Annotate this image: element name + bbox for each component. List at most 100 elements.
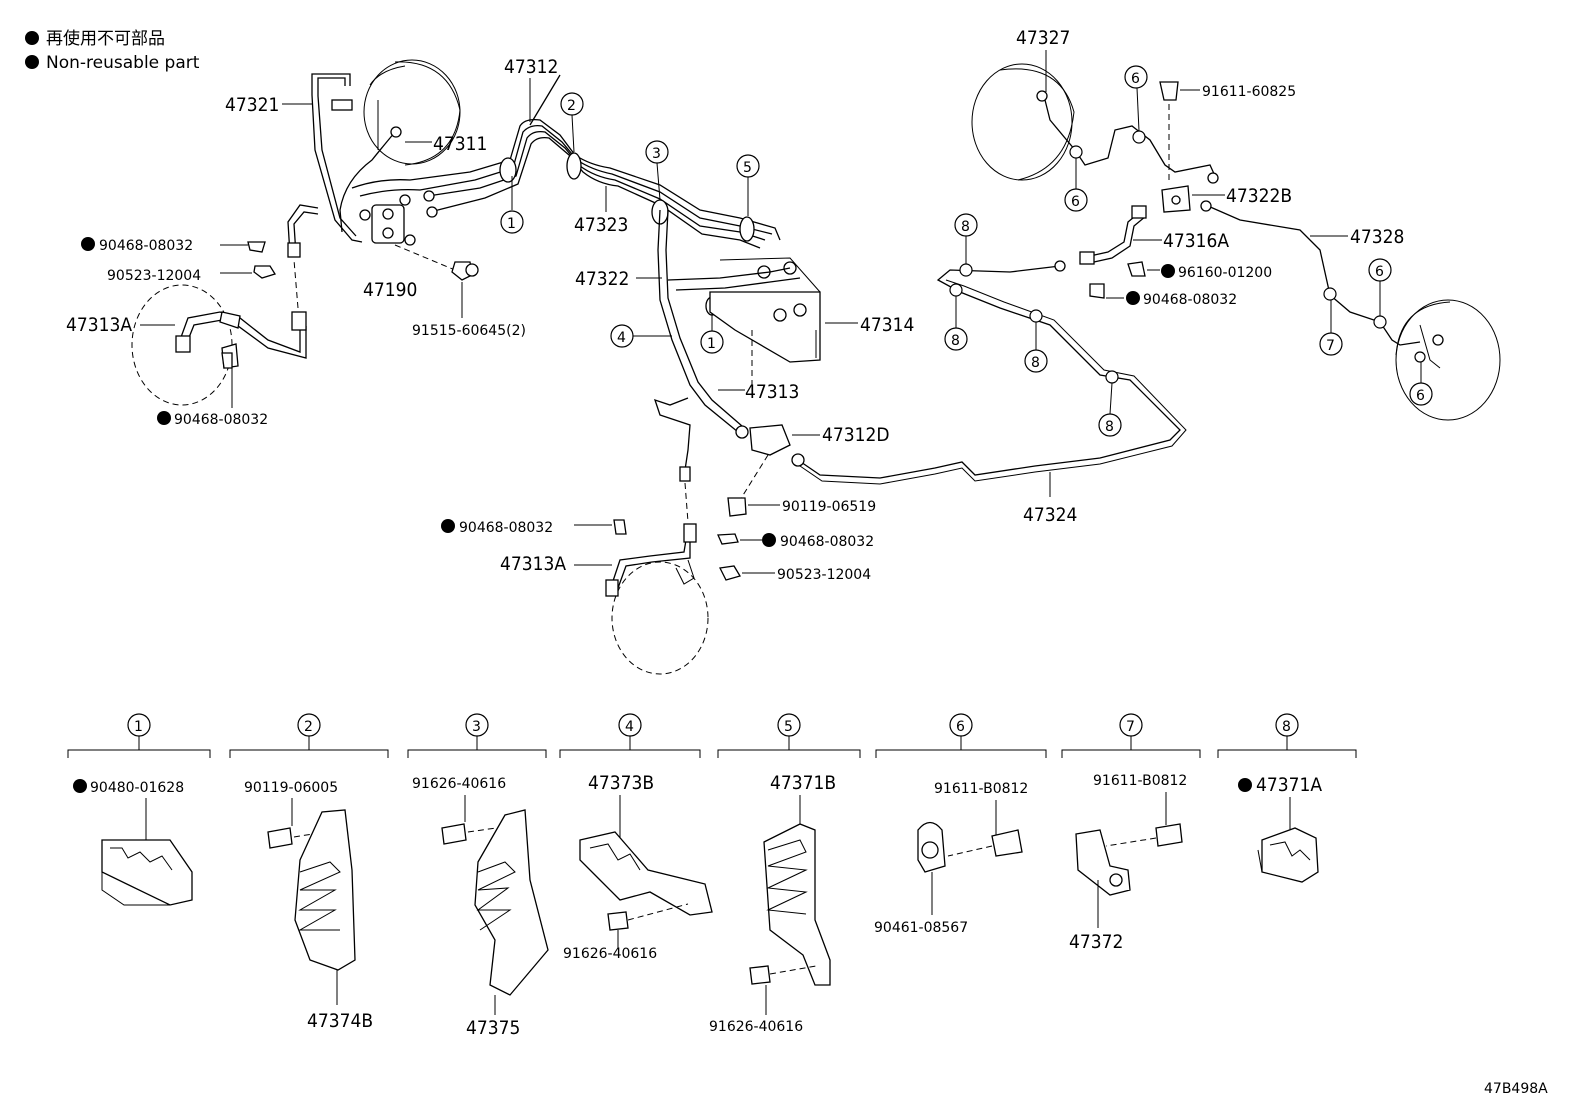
rear-left-brake [971,63,1073,181]
pipe-47322 [657,209,739,433]
diagram-code: 47B498A [1484,1081,1548,1097]
label-47322: 47322 [575,268,629,290]
group-4-part-2: 91626-40616 [563,946,657,962]
legend: 再使用不可部品 Non-reusable part [25,28,200,73]
group-5-number: 5 [784,719,793,735]
clamp-90480-01628 [101,839,193,906]
callout-1: 1 [507,216,516,232]
callout-4: 4 [617,330,626,346]
group-6-part-1: 91611-B0812 [934,781,1028,797]
pipe-47328 [1207,205,1421,346]
label-47313A-right: 47313A [500,553,566,575]
callout-8d: 8 [1105,419,1114,435]
clip-90468-right [717,533,739,545]
group-1-number: 1 [134,719,143,735]
clamp-groups: 1 2 3 4 5 6 7 8 90480-01628 90119-06005 … [67,713,1357,1039]
group-6-part-2: 90461-08567 [874,920,968,936]
group-5-part-1: 47371B [770,772,836,794]
group-2-number: 2 [304,719,313,735]
label-47324: 47324 [1023,504,1077,526]
callout-2: 2 [567,98,576,114]
bolt-90119-06005 [267,827,293,849]
master-cylinder-booster [331,59,461,166]
group-4-part-1: 47373B [588,772,654,794]
group-2-part-2: 47374B [307,1010,373,1032]
label-90119-06519: 90119-06519 [782,499,876,515]
bolt-91515 [451,261,479,281]
bolt-91626-40616-b [607,911,629,931]
group-4-number: 4 [625,719,634,735]
group-7-part-1: 91611-B0812 [1093,773,1187,789]
callout-7: 7 [1326,338,1335,354]
callout-1b: 1 [707,336,716,352]
callout-6a: 6 [1131,71,1140,87]
flex-hose-47313A-right [611,539,687,585]
callout-8b: 8 [951,333,960,349]
group-3-number: 3 [472,719,481,735]
callouts: 1 2 3 4 5 1 6 6 6 6 7 8 8 8 8 [500,65,1433,437]
label-90468-left-a: 90468-08032 [99,238,193,254]
bolt-91611-B0812-a [991,829,1023,857]
proportioning-valve-47190 [359,194,416,246]
pipe-47321 [311,73,363,243]
label-47323: 47323 [574,214,628,236]
label-47316A: 47316A [1163,230,1229,252]
callout-6d: 6 [1416,388,1425,404]
nonreusable-dot-icon [25,31,39,45]
label-47321: 47321 [225,94,279,116]
group-1-part-1: 90480-01628 [90,780,184,796]
label-47190: 47190 [363,279,417,301]
callout-8c: 8 [1031,355,1040,371]
front-right-brake-outline [611,561,709,675]
hose-47316A [1089,211,1141,257]
label-47312: 47312 [504,56,558,78]
group-7-number: 7 [1126,719,1135,735]
pipe-47324 [797,265,1181,479]
group-8-number: 8 [1282,719,1291,735]
fitting-47312D [735,424,791,456]
label-47322B: 47322B [1226,185,1292,207]
label-90468-d: 90468-08032 [780,534,874,550]
clamp-47371B [763,823,831,986]
legend-english: Non-reusable part [46,53,200,73]
clip-47372 [1075,829,1131,896]
label-47312D: 47312D [822,424,890,446]
nonreusable-dot-icon [25,55,39,69]
bolt-91611-B0812-b [1155,823,1183,847]
pipe-47311 [339,131,396,233]
callout-3: 3 [652,146,661,162]
clip-90523-left [253,265,276,279]
group-3-part-2: 47375 [466,1017,520,1039]
bolt-91626-40616-c [749,965,771,985]
group-6-number: 6 [956,719,965,735]
label-91515: 91515-60645(2) [412,323,526,339]
three-way-joint-47322B [1161,185,1191,213]
clamp-47371A [1257,827,1319,883]
nonreusable-dot-icon [1161,264,1175,278]
label-47313A-left: 47313A [66,314,132,336]
clip-90468-left [247,241,266,253]
label-47311: 47311 [433,133,487,155]
group-2-part-1: 90119-06005 [244,780,338,796]
bolt-91611-60825 [1159,81,1179,101]
group-8-part-1: 47371A [1256,774,1322,796]
nonreusable-dot-icon [1238,778,1252,792]
clamp-47374B [294,809,356,971]
legend-japanese: 再使用不可部品 [46,28,165,49]
nonreusable-dot-icon [157,411,171,425]
callout-5: 5 [743,160,752,176]
abs-actuator [709,257,821,392]
rear-right-brake [1395,299,1501,421]
group-7-part-2: 47372 [1069,931,1123,953]
pipe-47327 [1043,95,1216,177]
nonreusable-dot-icon [81,237,95,251]
label-90523-b: 90523-12004 [777,567,871,583]
label-96160: 96160-01200 [1178,265,1272,281]
callout-8a: 8 [961,219,970,235]
label-47327: 47327 [1016,27,1070,49]
label-47328: 47328 [1350,226,1404,248]
label-90468-e: 90468-08032 [1143,292,1237,308]
clip-90523-right [719,565,741,581]
